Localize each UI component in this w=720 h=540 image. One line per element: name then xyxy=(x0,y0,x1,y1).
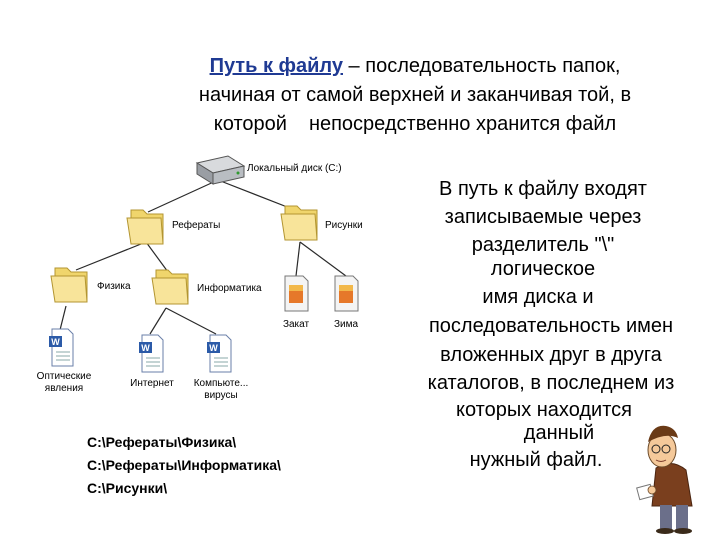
explanation-line6: последовательность имен xyxy=(428,315,674,337)
definition-line1-rest: – последовательность папок, xyxy=(343,55,621,77)
explanation-line9: которых находится xyxy=(455,399,632,421)
viruses-line2: вирусы xyxy=(204,390,238,401)
word-document-icon-optics: W xyxy=(49,328,74,367)
svg-text:W: W xyxy=(141,343,150,353)
svg-text:W: W xyxy=(51,337,60,347)
node-label-zakat: Закат xyxy=(282,319,310,330)
node-label-referaty: Рефераты xyxy=(172,220,221,231)
explanation-line1: В путь к файлу входят xyxy=(439,178,647,200)
folder-icon-referaty xyxy=(126,209,164,245)
image-file-icon-zakat xyxy=(284,275,309,312)
explanation-line5: имя диска и xyxy=(482,286,594,308)
term-path-to-file: Путь к файлу xyxy=(209,55,343,77)
definition-text: Путь к файлу – последовательность папок,… xyxy=(120,52,710,139)
explanation-line10: данный xyxy=(523,422,595,444)
node-label-viruses: Компьюте...вирусы xyxy=(185,378,257,402)
definition-line2: начиная от самой верхней и заканчивая то… xyxy=(198,84,632,106)
explanation-line3: разделитель "\" xyxy=(471,234,615,256)
explanation-line2: записываемые через xyxy=(444,206,642,228)
explanation-line4: логическое xyxy=(490,258,596,280)
node-label-internet: Интернет xyxy=(130,378,174,389)
path-example-risunki: С:\Рисунки\ xyxy=(87,480,168,496)
explanation-line11: нужный файл. xyxy=(469,449,603,471)
folder-icon-risunki xyxy=(280,205,318,241)
path-example-fizika: С:\Рефераты\Физика\ xyxy=(87,434,237,450)
path-examples: С:\Рефераты\Физика\ С:\Рефераты\Информат… xyxy=(87,431,281,500)
image-file-icon-zima xyxy=(334,275,359,312)
svg-text:W: W xyxy=(209,343,218,353)
viruses-line1: Компьюте... xyxy=(193,378,249,389)
node-label-zima: Зима xyxy=(333,319,359,330)
explanation-line7: вложенных друг в друга xyxy=(440,344,662,366)
node-label-local-disk: Локальный диск (С:) xyxy=(247,163,342,174)
definition-line3a: которой xyxy=(213,113,287,135)
node-label-risunki: Рисунки xyxy=(325,220,363,231)
explanation-line8: каталогов, в последнем из xyxy=(427,372,675,394)
optics-line1: Оптические xyxy=(36,371,92,382)
folder-icon-fizika xyxy=(50,267,88,303)
path-example-informatika: С:\Рефераты\Информатика\ xyxy=(87,457,281,473)
node-label-informatika: Информатика xyxy=(197,283,262,294)
thinking-man-illustration xyxy=(636,425,693,534)
folder-icon-informatika xyxy=(151,269,189,305)
node-label-fizika: Физика xyxy=(97,281,131,292)
word-document-icon-internet: W xyxy=(139,334,164,373)
word-document-icon-viruses: W xyxy=(207,334,232,373)
definition-line3b: непосредственно хранится файл xyxy=(308,113,617,135)
hard-drive-icon xyxy=(195,155,246,185)
optics-line2: явления xyxy=(44,383,84,394)
